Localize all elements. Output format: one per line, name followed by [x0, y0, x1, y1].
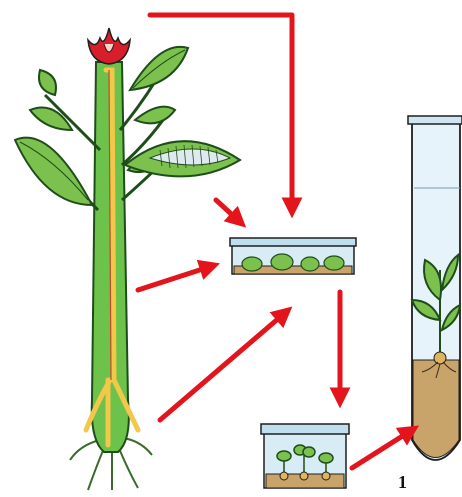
test-tube-icon: [408, 116, 462, 460]
arrow-leaf-to-dish: [216, 200, 240, 222]
culture-dish-icon: [261, 424, 349, 488]
arrow-root-to-dish: [160, 312, 286, 420]
figure-label: 1: [398, 472, 407, 493]
arrow-culture-to-tube: [352, 430, 412, 468]
petri-dish-icon: [230, 238, 356, 274]
apical-bud: [88, 28, 130, 64]
plant-icon: [15, 28, 240, 490]
arrow-stem-to-dish: [138, 266, 212, 290]
